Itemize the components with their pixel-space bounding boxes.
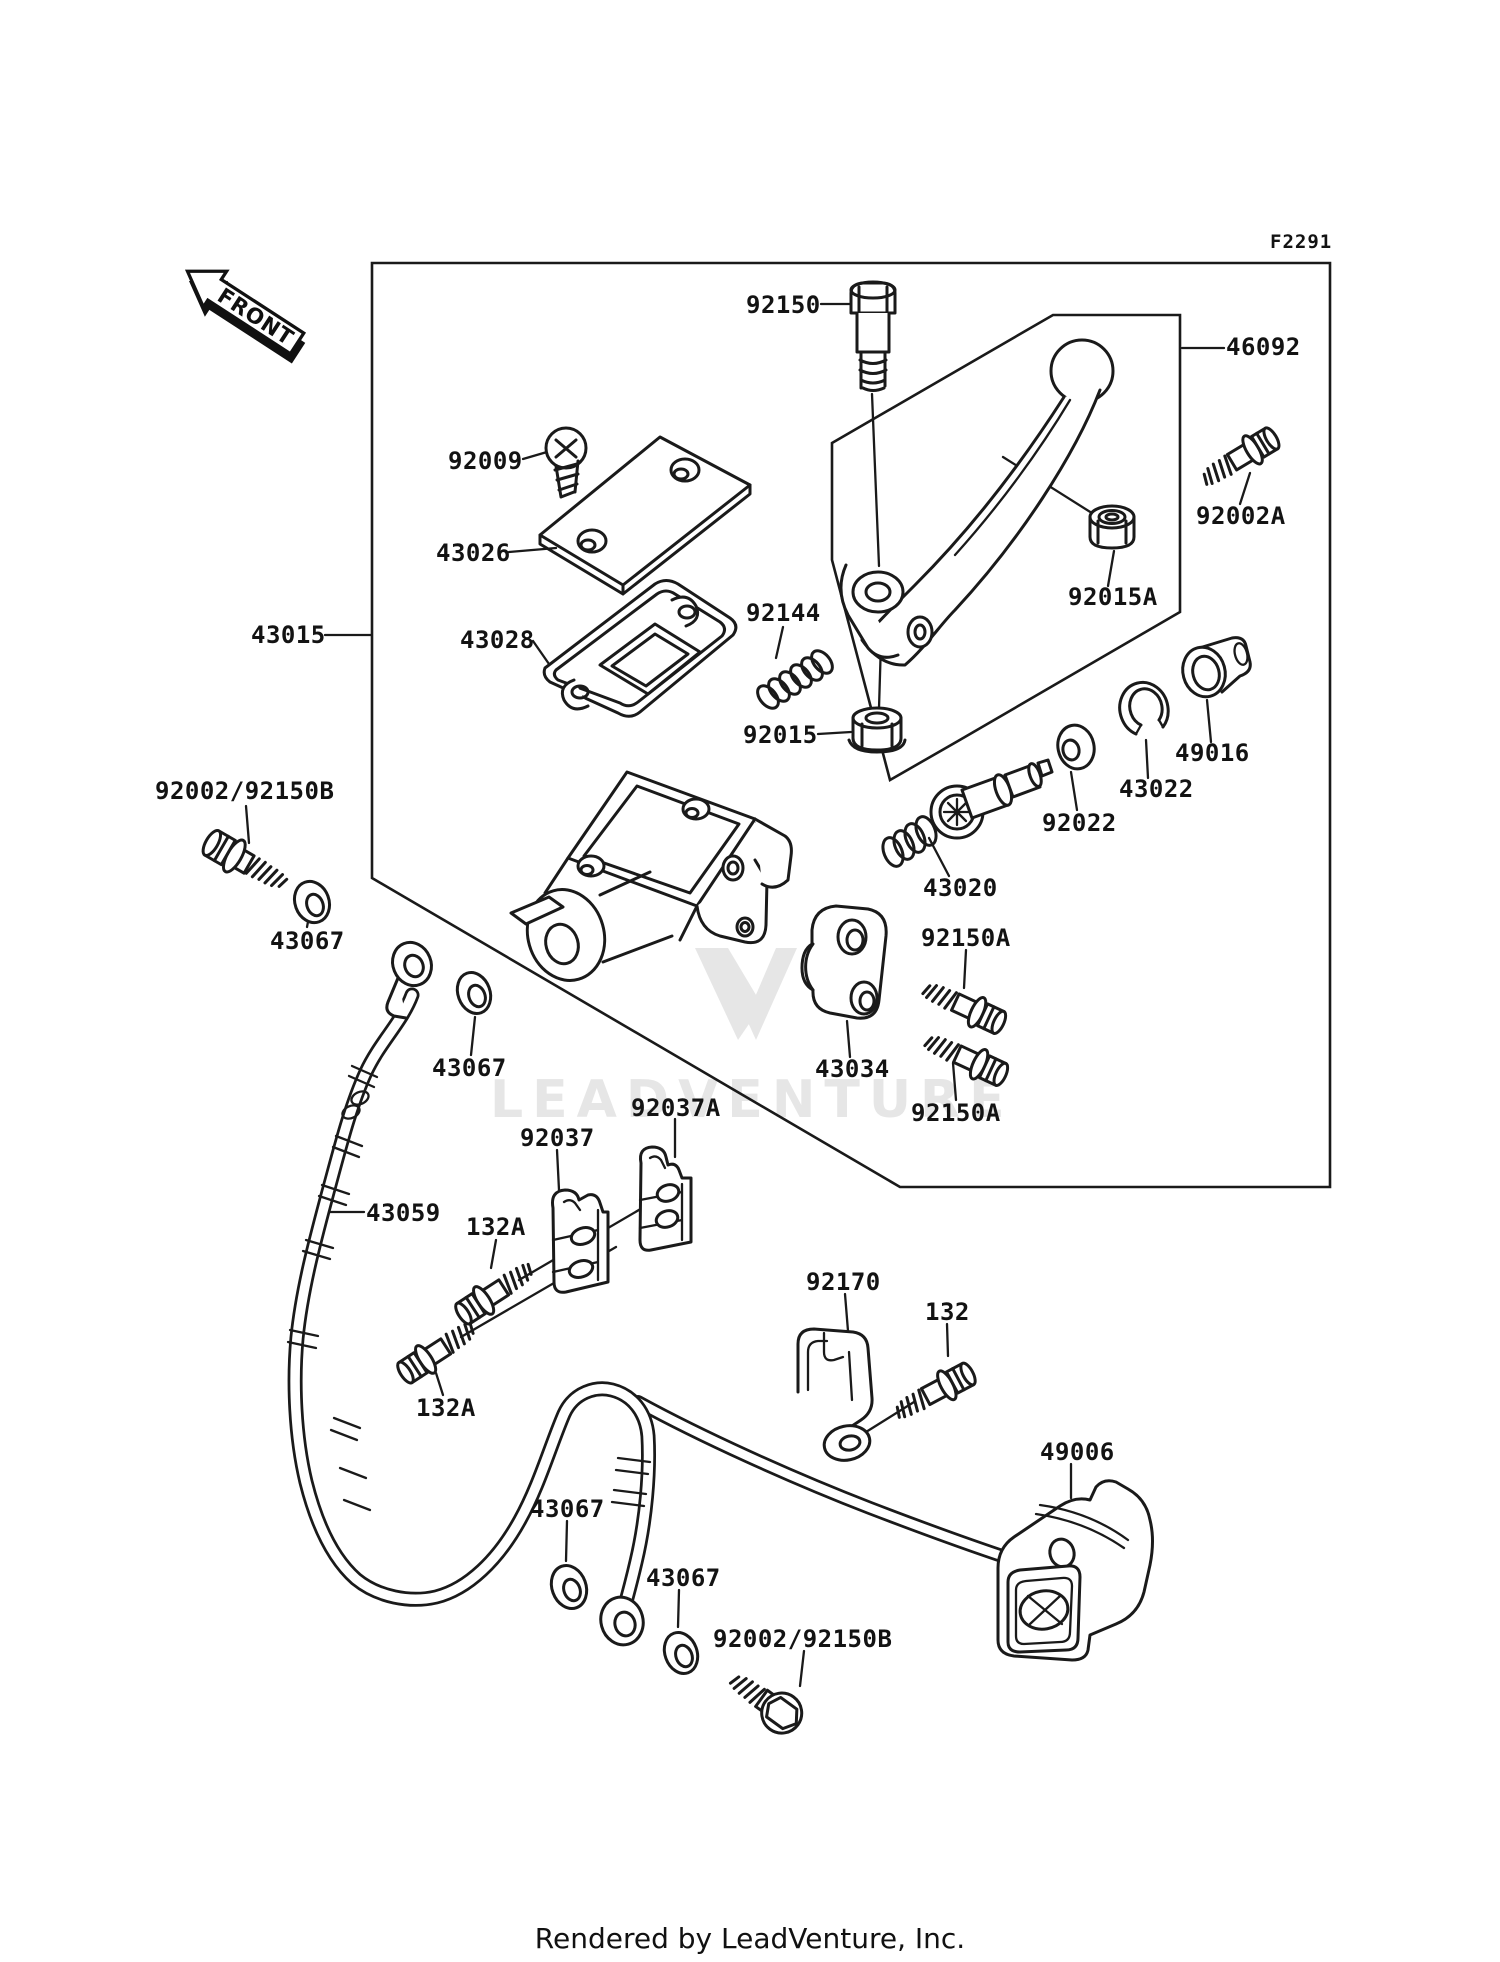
part-label-46092: 46092: [1226, 333, 1301, 361]
lower-banjo-fitting: [599, 1595, 645, 1647]
washer-43067-2: [455, 971, 493, 1015]
part-label-43067-1: 43067: [270, 927, 345, 955]
part-label-92002A: 92002A: [1196, 502, 1286, 530]
part-label-132: 132: [925, 1298, 970, 1326]
bolt-92150A-1: [921, 984, 1008, 1035]
part-label-43067-3: 43067: [530, 1495, 605, 1523]
piston-assembly-drawing: [881, 758, 1054, 868]
part-label-92015A: 92015A: [1068, 583, 1158, 611]
piston-washer-drawing: [1056, 723, 1096, 771]
part-label-43022: 43022: [1119, 775, 1194, 803]
handlebar-clamp-drawing: [800, 904, 888, 1020]
pivot-nut-drawing: [847, 706, 907, 754]
upper-banjo-fitting: [385, 940, 433, 1020]
watermark-text: LEADVENTURE: [490, 1070, 1014, 1130]
part-label-43026: 43026: [436, 539, 511, 567]
part-label-43028: 43028: [460, 626, 535, 654]
part-label-92150: 92150: [746, 291, 821, 319]
brake-hose-lower-sweep: [631, 1395, 1015, 1565]
part-label-43067-4: 43067: [646, 1564, 721, 1592]
front-arrow: FRONT: [184, 269, 307, 364]
part-labels: 92150 46092 92009 92002A 43026 92015A 43…: [155, 291, 1301, 1653]
return-spring-drawing: [756, 649, 834, 710]
part-label-92002-92150B-upper: 92002/92150B: [155, 777, 334, 805]
brake-lever-drawing: [839, 338, 1115, 667]
part-label-43015: 43015: [251, 621, 326, 649]
part-label-43067-2: 43067: [432, 1054, 507, 1082]
locknut-drawing: [1088, 504, 1136, 550]
part-label-92144: 92144: [746, 599, 821, 627]
bolt-132A-1: [454, 1262, 533, 1326]
bolt-132: [895, 1361, 977, 1419]
part-label-92022: 92022: [1042, 809, 1117, 837]
part-label-49016: 49016: [1175, 739, 1250, 767]
part-label-92170: 92170: [806, 1268, 881, 1296]
circlip-drawing: [1118, 680, 1170, 736]
part-label-92150A-lower: 92150A: [911, 1099, 1001, 1127]
hose-bands: [286, 1064, 652, 1512]
bolt-92150A-2: [923, 1036, 1010, 1087]
brake-hose-drawing: [286, 940, 656, 1647]
part-label-92037: 92037: [520, 1124, 595, 1152]
part-label-49006: 49006: [1040, 1438, 1115, 1466]
bolt-92002-92150B-lower: [728, 1675, 804, 1735]
washer-43067-1: [292, 879, 332, 925]
hose-bracket-92037A: [638, 1145, 693, 1252]
footer-credit: Rendered by LeadVenture, Inc.: [535, 1922, 965, 1955]
leadventure-watermark: LEADVENTURE: [490, 948, 1014, 1130]
junction-cover-drawing: [996, 1479, 1154, 1662]
washer-43067-3: [549, 1564, 589, 1610]
part-label-43059: 43059: [366, 1199, 441, 1227]
cap-screw-drawing: [544, 426, 588, 499]
part-label-92009: 92009: [448, 447, 523, 475]
part-label-92015: 92015: [743, 721, 818, 749]
washer-43067-4: [662, 1631, 700, 1675]
bolt-92002A: [1202, 426, 1281, 486]
part-label-92002-92150B-lower: 92002/92150B: [713, 1625, 892, 1653]
diaphragm-drawing: [542, 579, 738, 718]
bolt-132A-2: [396, 1321, 475, 1385]
part-label-132A-1: 132A: [466, 1213, 526, 1241]
part-label-43020: 43020: [923, 874, 998, 902]
guide-bracket-drawing: [796, 1327, 874, 1462]
dust-boot-drawing: [1181, 636, 1252, 699]
assembly-group-box: [370, 261, 1332, 1189]
bolt-92002-92150B-upper: [201, 829, 289, 888]
master-cylinder-body-drawing: [509, 770, 793, 982]
diagram-code: F2291: [1270, 231, 1332, 253]
pivot-bolt-drawing: [849, 280, 897, 392]
part-label-132A-2: 132A: [416, 1394, 476, 1422]
reservoir-cap-drawing: [538, 435, 752, 596]
part-label-92037A: 92037A: [631, 1094, 721, 1122]
part-label-92150A-upper: 92150A: [921, 924, 1011, 952]
part-label-43034: 43034: [815, 1055, 890, 1083]
hose-bracket-92037: [551, 1188, 610, 1294]
